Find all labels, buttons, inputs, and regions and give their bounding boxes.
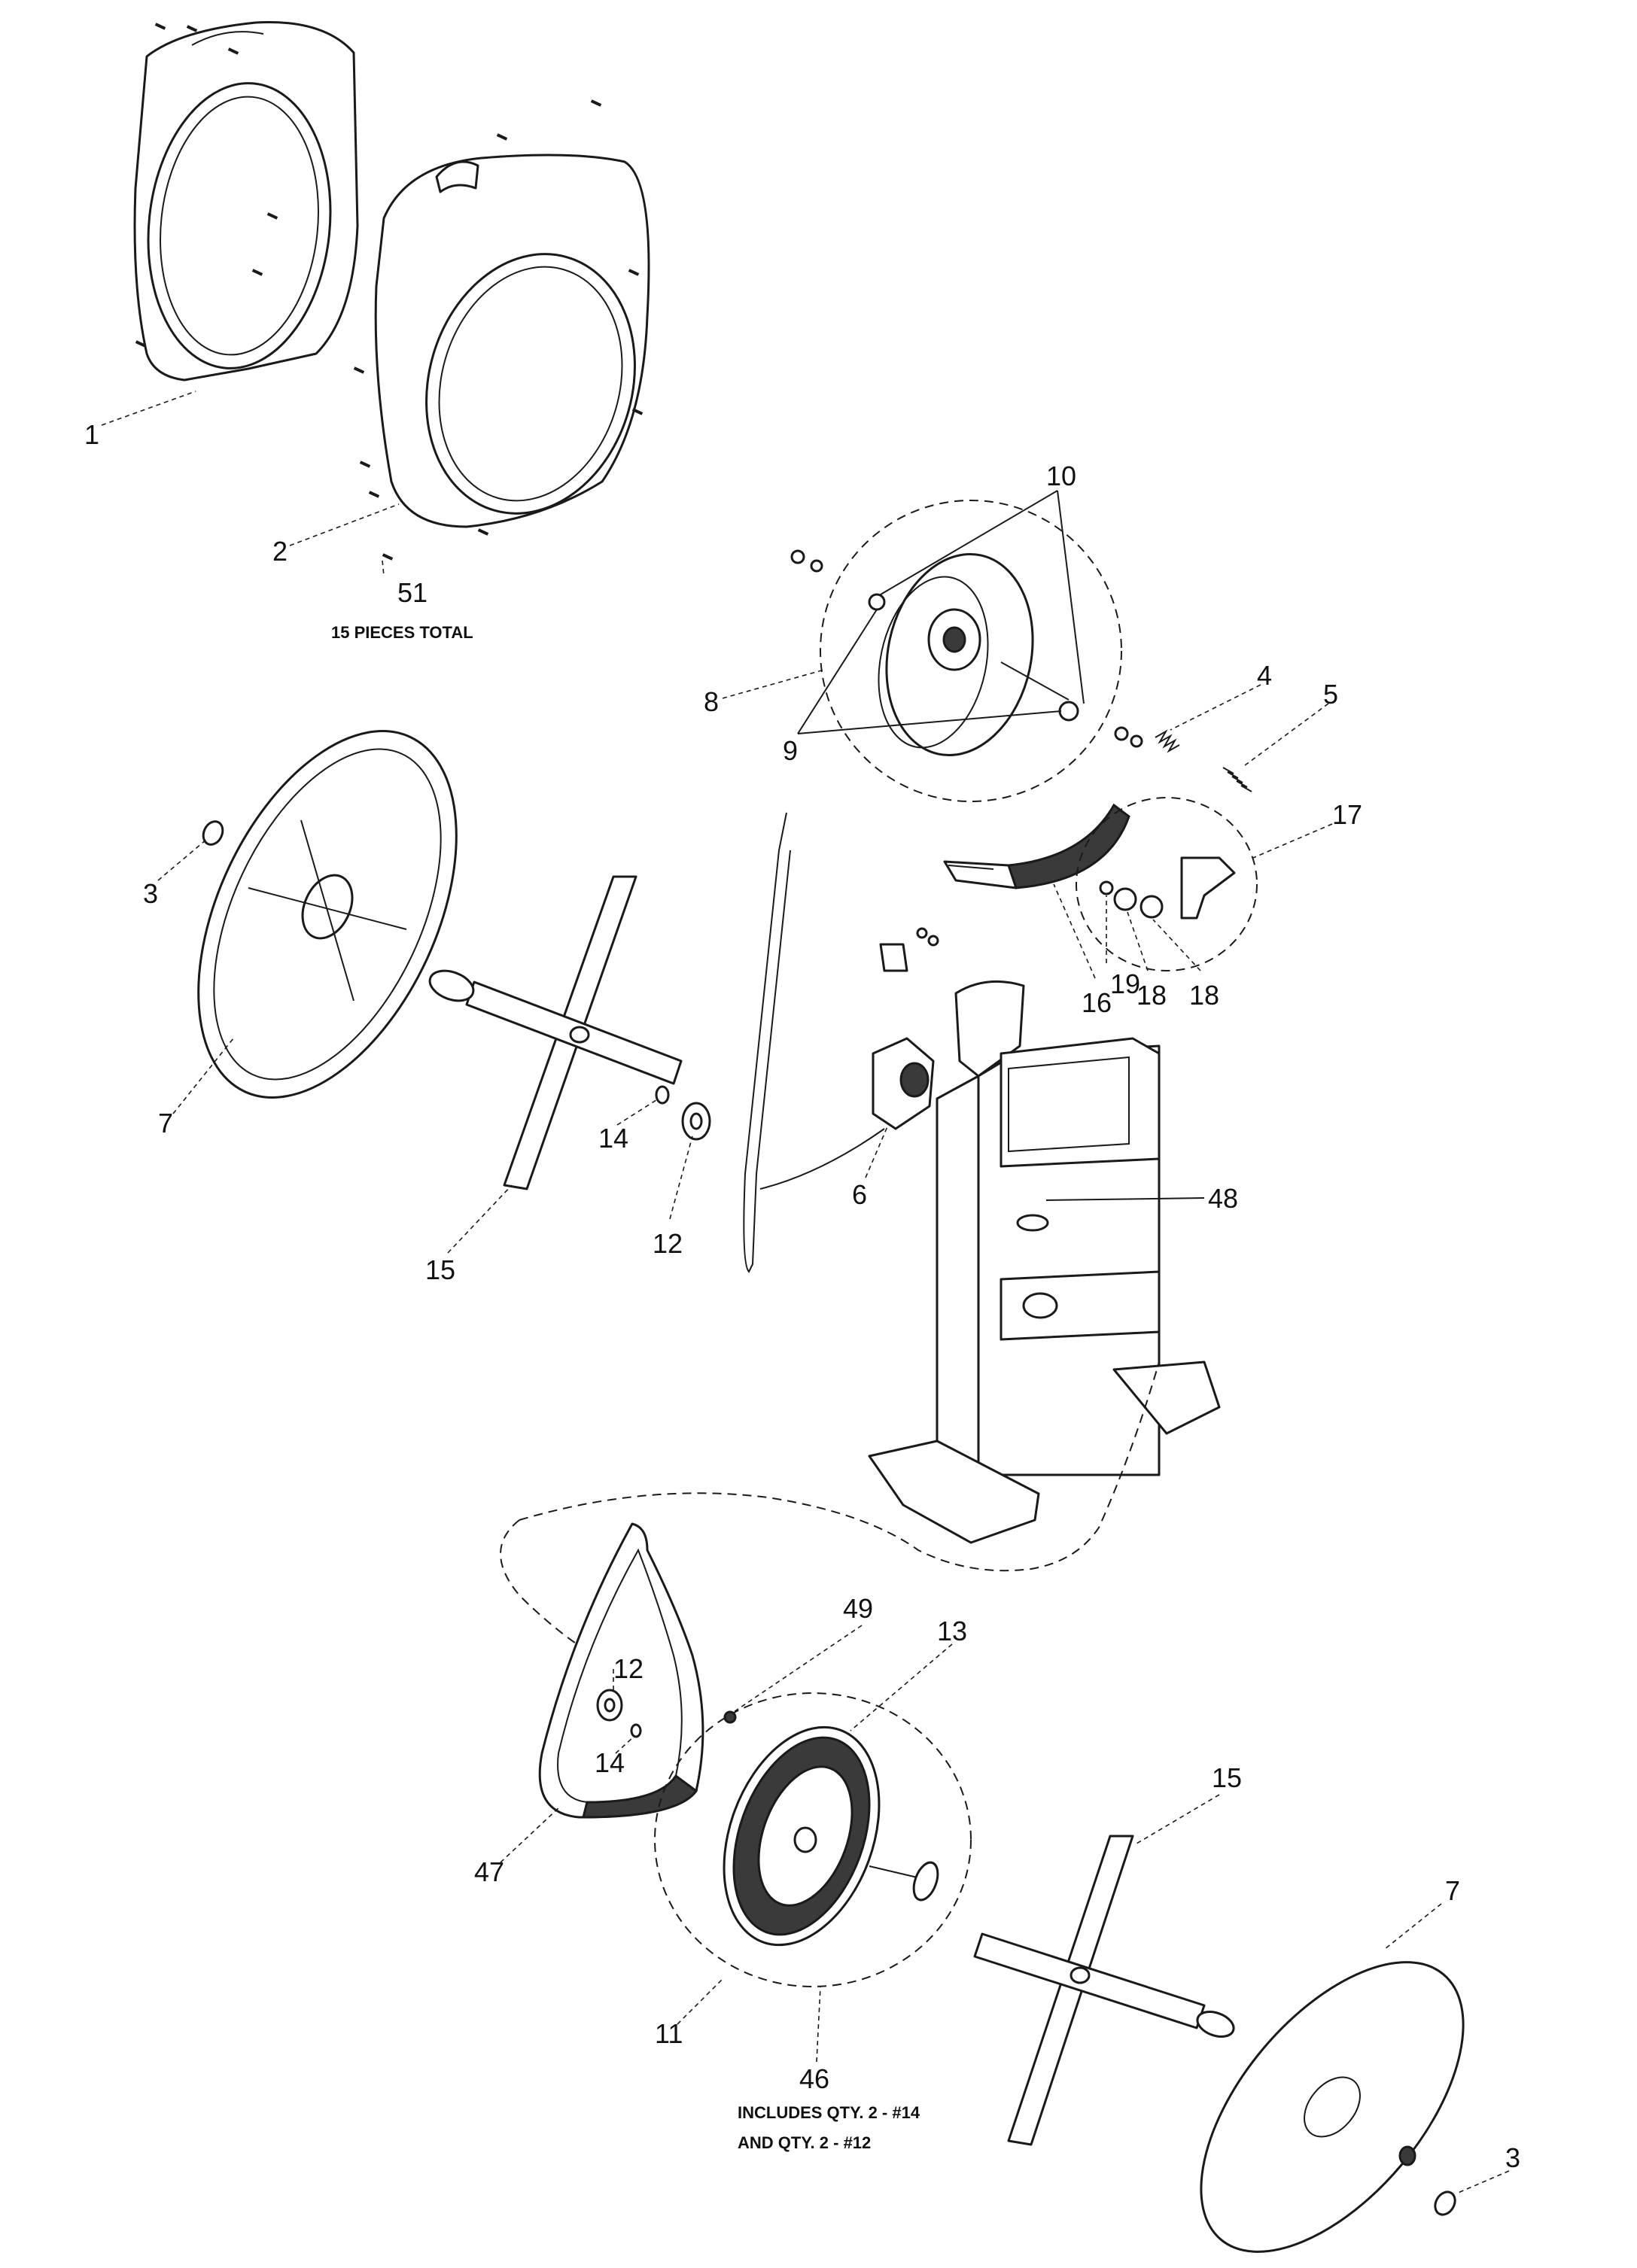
spring-part-4: [1155, 729, 1180, 753]
callout-9: 9: [783, 735, 798, 766]
frame: [868, 980, 1221, 1544]
shroud-front-part-2: [374, 154, 650, 528]
callout-14-lower: 14: [595, 1747, 625, 1778]
washer-part-14-upper: [655, 1085, 670, 1105]
callout-46-note-line1: INCLUDES QTY. 2 - #14: [738, 2103, 920, 2122]
callout-46-note-line2: AND QTY. 2 - #12: [738, 2133, 871, 2152]
callout-15-upper: 15: [425, 1254, 455, 1285]
crank-arms-part-15-upper: [428, 875, 683, 1190]
callout-7-left: 7: [158, 1108, 173, 1139]
crank-cover-part-7-left: [197, 730, 458, 1099]
callout-2: 2: [272, 536, 288, 567]
leader-lines: [101, 391, 1510, 2194]
callout-18-b: 18: [1189, 980, 1219, 1011]
callout-12-upper: 12: [653, 1228, 683, 1259]
callout-51: 51: [397, 577, 428, 608]
callout-4: 4: [1257, 660, 1272, 691]
pulley-axle: [869, 1861, 939, 1902]
screws-part-51: [135, 23, 644, 561]
callout-19: 19: [1110, 968, 1140, 999]
washer-part-14-lower: [630, 1723, 642, 1738]
tension-bracket-group-part-17: [1076, 797, 1258, 971]
crank-arms-part-15-lower: [973, 1835, 1235, 2146]
callout-3-right: 3: [1505, 2142, 1520, 2173]
callout-12-lower: 12: [613, 1653, 644, 1684]
pulley-part-13: [723, 1725, 881, 1947]
callout-1: 1: [84, 419, 99, 450]
flywheel-assembly-part-8: [790, 500, 1143, 802]
shroud-rear-part-1: [133, 21, 359, 382]
spring-part-5: [1222, 767, 1252, 792]
tension-knob-part-6: [872, 1037, 935, 1130]
callout-7-right: 7: [1445, 1875, 1460, 1906]
callout-18-a: 18: [1136, 980, 1167, 1011]
drive-belt-part-47: [538, 1522, 704, 1819]
callout-51-note: 15 PIECES TOTAL: [331, 623, 473, 642]
ring-part-3-right: [1434, 2190, 1456, 2216]
callout-49: 49: [843, 1593, 873, 1624]
callout-6: 6: [852, 1179, 867, 1210]
callout-8: 8: [704, 686, 719, 717]
callout-10: 10: [1046, 461, 1076, 491]
pulley-group-part-11: [654, 1692, 972, 1987]
callout-47: 47: [474, 1856, 504, 1887]
bracket-part-under-brake: [879, 927, 939, 972]
bearing-part-12-upper: [681, 1102, 711, 1141]
callout-46: 46: [799, 2063, 829, 2094]
callout-16: 16: [1082, 987, 1112, 1018]
bearing-part-12-lower: [596, 1689, 623, 1722]
brake-assembly-part-16: [943, 803, 1130, 889]
callout-5: 5: [1323, 679, 1338, 710]
callout-labels: 1 2 51 15 PIECES TOTAL 10 8 9 4 5 17 3 7…: [84, 419, 1520, 2173]
ring-part-3-left: [202, 820, 224, 846]
screw-part-49: [723, 1710, 737, 1724]
callout-13: 13: [937, 1616, 967, 1646]
callout-14-upper: 14: [598, 1123, 628, 1154]
callout-11: 11: [655, 2018, 683, 2049]
callout-17: 17: [1332, 799, 1362, 830]
crank-cover-part-7-right: [1200, 1961, 1465, 2253]
callout-15-lower: 15: [1212, 1762, 1242, 1793]
tension-cable: [743, 812, 885, 1273]
callout-3-left: 3: [143, 878, 158, 909]
callout-48: 48: [1208, 1183, 1238, 1214]
